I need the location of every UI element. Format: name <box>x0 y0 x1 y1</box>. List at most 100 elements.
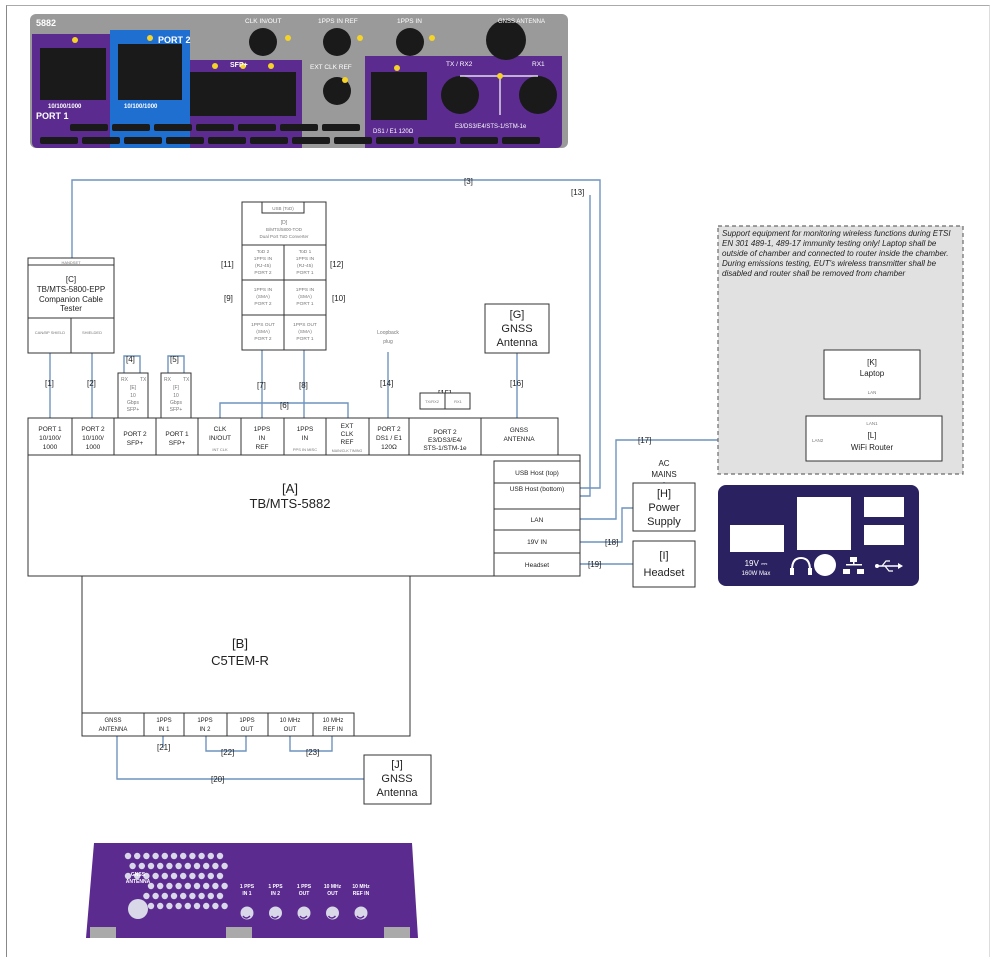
ds1-connector <box>371 72 427 120</box>
cable-22 <box>205 736 247 752</box>
vent-holes <box>124 852 228 910</box>
power-supply-l2: Supply <box>647 516 681 528</box>
tester-name-2: Companion Cable <box>39 295 104 304</box>
tester-port-a: CAN/BP SHIELD <box>35 330 65 335</box>
port-4-l1: CLK <box>214 426 227 433</box>
tag-17: [17] <box>638 436 651 445</box>
port-9-l1: PORT 2 <box>433 429 457 436</box>
gnss-antenna-g: [G] GNSS Antenna <box>484 303 550 354</box>
gnss-j-l2: Antenna <box>377 787 419 799</box>
port1-connector <box>40 48 106 100</box>
port-0-l3: 1000 <box>43 444 58 451</box>
sfp-e-box <box>117 372 149 419</box>
vent-hole <box>180 892 187 900</box>
vent-hole <box>170 852 178 860</box>
vent-hole <box>124 852 132 860</box>
c5-port-4-l2: OUT <box>284 727 297 733</box>
port-8-l3: 120Ω <box>381 444 397 451</box>
vent-hole <box>143 892 150 900</box>
laptop-box <box>823 349 921 400</box>
gnss-g-id: [G] <box>510 309 525 321</box>
tag-13: [13] <box>571 188 584 197</box>
main-port-row <box>27 417 559 456</box>
tag-22: [22] <box>221 748 234 757</box>
main-port-labels: PORT 1 10/100/ 1000 PORT 2 10/100/ 1000 … <box>38 423 535 453</box>
vent-hole <box>180 872 187 880</box>
cable-4 <box>123 355 141 373</box>
pps-in-ref-connector <box>323 28 351 56</box>
sfp-f-l3: SFP+ <box>170 407 183 413</box>
vent-hole <box>216 852 224 860</box>
tag-9: [9] <box>224 294 233 303</box>
pps-in-connector <box>396 28 424 56</box>
sfp-module-f: RX TX [F] 10 Gbps SFP+ <box>160 372 192 419</box>
conv-c5-l2: (SMA) <box>256 329 270 335</box>
vent-hole <box>161 892 168 900</box>
port-8-l1: PORT 2 <box>377 426 401 433</box>
main-unit-name: TB/MTS-5882 <box>250 496 331 511</box>
sfp-e-l2: Gbps <box>127 400 139 406</box>
lan-port-plate <box>797 497 851 550</box>
vent-hole <box>180 852 187 860</box>
vent-hole <box>129 862 136 870</box>
rx1-label: RX1 <box>532 61 545 68</box>
vent-hole <box>203 862 210 870</box>
gnss-g-l1: GNSS <box>501 323 532 335</box>
tag-16: [16] <box>510 379 523 388</box>
bottom-port-label: 1 PPS <box>268 884 283 890</box>
conv-c1-l3: (RJ-45) <box>255 263 271 269</box>
tag-20: [20] <box>211 775 224 784</box>
vent-hole <box>212 882 219 890</box>
vent-hole <box>157 902 164 910</box>
tx-rx2-label: TX / RX2 <box>446 61 473 68</box>
sfp-e-rx: RX <box>121 377 129 383</box>
bottom-gnss-l2: ANTENNA <box>126 879 151 885</box>
main-unit-id: [A] <box>282 481 298 496</box>
vent-hole <box>152 892 159 900</box>
laptop-port: LAN <box>868 390 877 395</box>
vent-hole <box>134 872 141 880</box>
sfp-e-l3: SFP+ <box>127 407 140 413</box>
vent-hole <box>184 902 191 910</box>
tag-5: [5] <box>170 355 179 364</box>
bottom-port-cable <box>270 915 279 919</box>
tx-rx2-connector <box>441 76 479 114</box>
bottom-port-label: REF IN <box>353 891 370 897</box>
port-1-l1: PORT 2 <box>81 426 105 433</box>
gnss-jack <box>128 899 148 919</box>
side-panel-illustration: 19V ⎓ 160W Max <box>718 485 919 586</box>
side-port-lan: LAN <box>531 517 544 524</box>
c5-port-1-l2: IN 1 <box>158 727 170 733</box>
power-rating-l1: 19V ⎓ <box>745 559 768 568</box>
bottom-port-label: 10 MHz <box>324 884 342 890</box>
vent-hole <box>147 902 155 910</box>
power-rating-l2: 160W Max <box>742 571 771 577</box>
vent-hole <box>198 892 205 900</box>
headset-box <box>632 540 696 588</box>
c5-port-5-l1: 10 MHz <box>323 718 344 724</box>
cable-23 <box>289 736 333 752</box>
router-id: [L] <box>868 431 877 440</box>
conv-c3-l1: 1PPS IN <box>254 287 273 293</box>
sfp-e-id: [E] <box>130 385 137 391</box>
port-2-l1: PORT 2 <box>123 431 147 438</box>
conv-c6-l2: (SMA) <box>298 329 312 335</box>
conv-c3-l3: PORT 2 <box>254 301 271 307</box>
port-0-l1: PORT 1 <box>38 426 62 433</box>
sfp-f-box <box>160 372 192 419</box>
headset-id: [I] <box>659 550 668 562</box>
bottom-port-cable <box>356 915 365 919</box>
page-frame <box>6 5 990 957</box>
sfp-module-e: RX TX [E] 10 Gbps SFP+ <box>117 372 149 419</box>
port-3-l1: PORT 1 <box>165 431 189 438</box>
tag-3: [3] <box>464 177 473 186</box>
vent-hole <box>207 892 214 900</box>
bottom-port-label: 1 PPS <box>240 884 255 890</box>
port-7-l2: CLK <box>341 431 354 438</box>
vent-hole <box>193 902 201 910</box>
port-6-l2: IN <box>302 435 309 442</box>
port-9-l3: STS-1/STM-1e <box>423 445 467 452</box>
vent-hole <box>147 882 155 890</box>
vent-hole <box>175 882 182 890</box>
